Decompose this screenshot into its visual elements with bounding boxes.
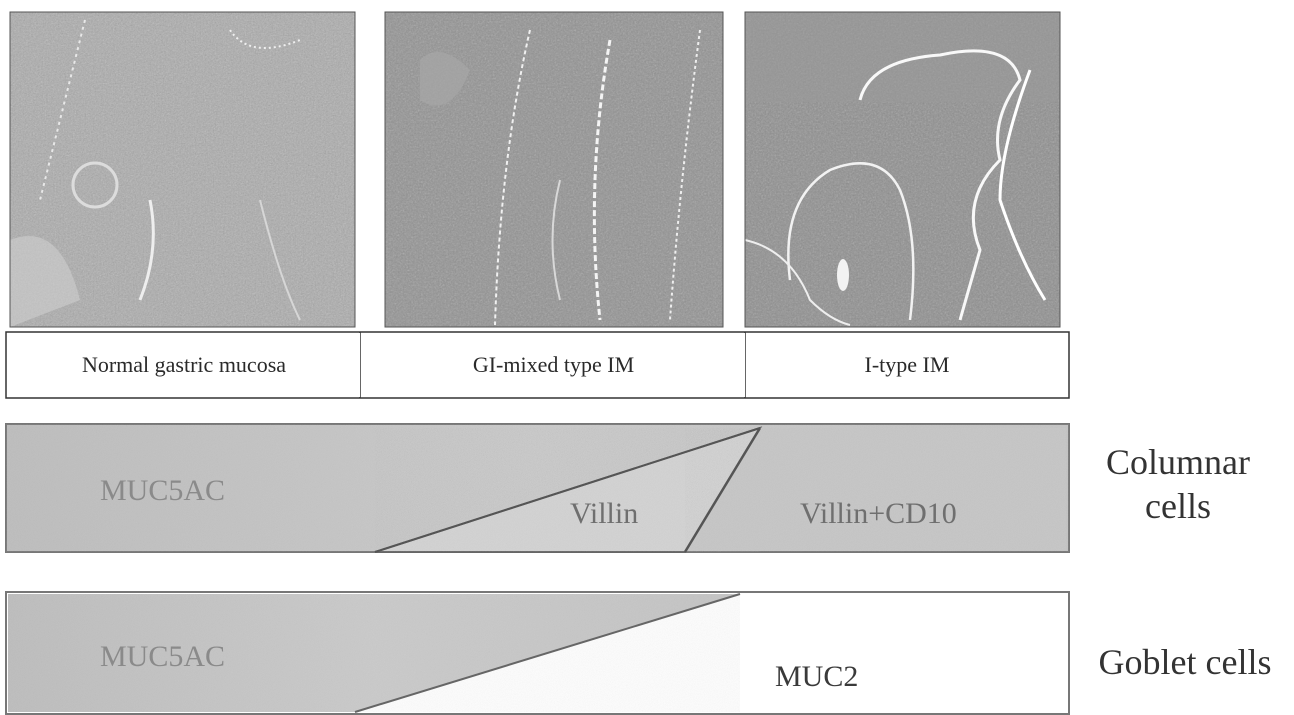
- goblet-marker-muc2: MUC2: [775, 660, 858, 694]
- row-label-columnar-line1: Columnar: [1078, 440, 1278, 484]
- row-label-columnar-line2: cells: [1078, 484, 1278, 528]
- columnar-marker-villin-cd10: Villin+CD10: [800, 497, 957, 531]
- micrograph-gi-mixed-type-im: [385, 12, 723, 327]
- panel-label-normal-gastric-mucosa: Normal gastric mucosa: [8, 333, 360, 397]
- row-label-goblet-cells: Goblet cells: [1080, 640, 1290, 684]
- panel-label-i-type-im: I-type IM: [747, 333, 1067, 397]
- columnar-marker-villin: Villin: [570, 497, 638, 531]
- row-label-columnar-cells: Columnar cells: [1078, 440, 1278, 528]
- micrograph-normal-gastric-mucosa: [10, 12, 355, 327]
- panel-label-gi-mixed-type-im: GI-mixed type IM: [362, 333, 745, 397]
- micrograph-i-type-im: [745, 12, 1060, 327]
- columnar-marker-muc5ac: MUC5AC: [100, 474, 225, 508]
- goblet-marker-muc5ac: MUC5AC: [100, 640, 225, 674]
